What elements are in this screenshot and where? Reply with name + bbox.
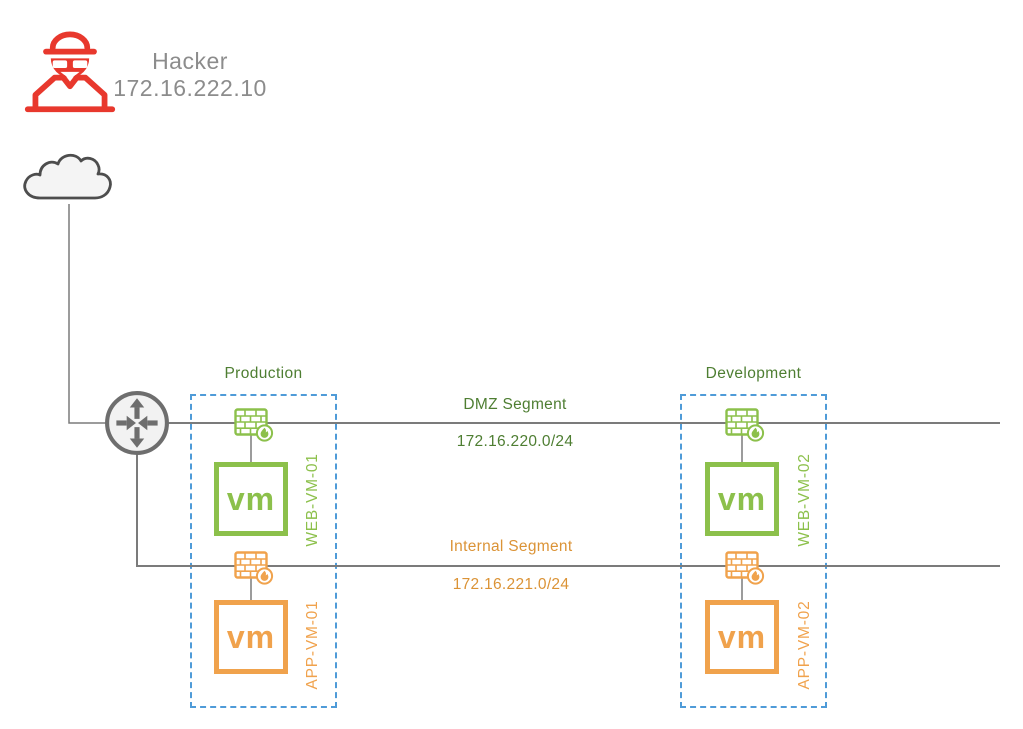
firewall-icon [234, 551, 274, 585]
firewall-icon [234, 408, 274, 442]
vm-box-web-vm-01: vm [214, 462, 288, 536]
vm-box-app-vm-01: vm [214, 600, 288, 674]
vm-logo: vm [226, 618, 276, 655]
zone-label-production: Production [224, 365, 303, 382]
zone-box-production [190, 394, 337, 708]
vm-logo: vm [226, 480, 276, 517]
router-icon [105, 391, 169, 455]
internal-segment-label: Internal Segment [449, 538, 573, 555]
cloud-icon [23, 153, 112, 200]
vm-box-web-vm-02: vm [705, 462, 779, 536]
vm-box-app-vm-02: vm [705, 600, 779, 674]
vm-logo: vm [717, 618, 767, 655]
internal-segment-cidr: 172.16.221.0/24 [452, 576, 570, 593]
hacker-icon [24, 31, 116, 113]
hacker-label: Hacker [152, 48, 228, 74]
vm-name-app-vm-01: APP-VM-01 [304, 600, 321, 690]
vm-name-web-vm-02: WEB-VM-02 [796, 453, 813, 547]
firewall-icon [725, 408, 765, 442]
vm-logo: vm [717, 480, 767, 517]
zone-box-development [680, 394, 827, 708]
zone-label-development: Development [705, 365, 802, 382]
dmz-segment-cidr: 172.16.220.0/24 [456, 433, 574, 450]
firewall-icon [725, 551, 765, 585]
vm-name-app-vm-02: APP-VM-02 [796, 600, 813, 690]
hacker-ip: 172.16.222.10 [113, 75, 267, 101]
dmz-segment-label: DMZ Segment [463, 396, 567, 413]
vm-name-web-vm-01: WEB-VM-01 [304, 453, 321, 547]
